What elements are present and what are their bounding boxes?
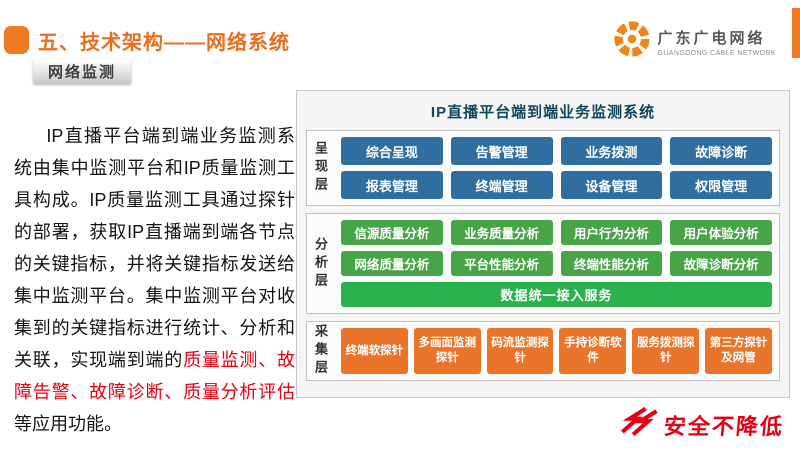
diagram-node: 终端性能分析 xyxy=(560,251,663,276)
diagram-node: 平台性能分析 xyxy=(450,251,553,276)
diagram-node: 故障诊断 xyxy=(670,137,772,165)
description-part2: 等应用功能。 xyxy=(14,414,122,434)
diagram-node: 第三方探针及网管 xyxy=(705,328,772,374)
company-logo: 广东广电网络 GUANGDONG CABLE NETWORK xyxy=(613,20,777,63)
diagram-node: 终端管理 xyxy=(450,171,553,199)
safety-slogan-text: 安全不降低 xyxy=(662,413,785,439)
description-part1: IP直播平台端到端业务监测系统由集中监测平台和IP质量监测工具构成。IP质量监测… xyxy=(14,126,295,370)
diagram-node: 业务拨测 xyxy=(560,137,663,165)
company-logo-name: 广东广电网络 xyxy=(657,29,766,47)
diagram-node: 故障诊断分析 xyxy=(670,251,772,276)
diagram-node: 服务拨测探针 xyxy=(632,328,700,374)
diagram-panel: IP直播平台端到端业务监测系统 呈现层 综合呈现 告警管理 业务拨测 故障诊断 … xyxy=(296,90,790,398)
diagram-node: 业务质量分析 xyxy=(450,220,553,245)
layer-label-collection: 采集层 xyxy=(313,324,328,378)
diagram-node: 多画面监测探针 xyxy=(413,328,481,374)
diagram-node: 信源质量分析 xyxy=(341,220,443,245)
layer-label-presentation: 呈现层 xyxy=(313,141,328,195)
description-highlight: 质量监测、故障告警、故障诊断、质量分析评估 xyxy=(14,350,296,402)
layer-analysis: 分析层 信源质量分析 业务质量分析 用户行为分析 用户体验分析 网络质量分析 平… xyxy=(306,213,780,314)
company-logo-subtitle: GUANGDONG CABLE NETWORK xyxy=(657,49,776,57)
diagram-node: 网络质量分析 xyxy=(341,251,443,276)
lightning-icon xyxy=(619,406,659,443)
layer-label-analysis: 分析层 xyxy=(313,236,328,291)
company-logo-icon xyxy=(613,20,651,63)
diagram-node: 设备管理 xyxy=(560,171,663,199)
diagram-node: 手持诊断软件 xyxy=(559,328,627,374)
diagram-node: 权限管理 xyxy=(670,171,772,199)
description-text: IP直播平台端到端业务监测系统由集中监测平台和IP质量监测工具构成。IP质量监测… xyxy=(14,120,295,440)
safety-slogan: 安全不降低 xyxy=(619,406,785,443)
diagram-node: 告警管理 xyxy=(450,137,553,165)
section-label: 网络监测 xyxy=(33,59,131,84)
top-right-accent-bar xyxy=(792,8,800,58)
diagram-node: 用户行为分析 xyxy=(560,220,663,245)
diagram-node: 终端软探针 xyxy=(341,328,408,374)
diagram-node: 报表管理 xyxy=(341,171,443,199)
page-title: 五、技术架构——网络系统 xyxy=(38,32,290,54)
diagram-node: 综合呈现 xyxy=(341,137,443,165)
title-accent-shape xyxy=(4,26,29,54)
layer-collection: 采集层 终端软探针 多画面监测探针 码流监测探针 手持诊断软件 服务拨测探针 第… xyxy=(306,321,780,381)
layer-presentation: 呈现层 综合呈现 告警管理 业务拨测 故障诊断 报表管理 终端管理 设备管理 权… xyxy=(306,130,780,206)
diagram-node: 用户体验分析 xyxy=(670,220,772,245)
diagram-title: IP直播平台端到端业务监测系统 xyxy=(430,104,656,121)
diagram-node: 码流监测探针 xyxy=(486,328,554,374)
data-access-service-bar: 数据统一接入服务 xyxy=(341,282,772,307)
